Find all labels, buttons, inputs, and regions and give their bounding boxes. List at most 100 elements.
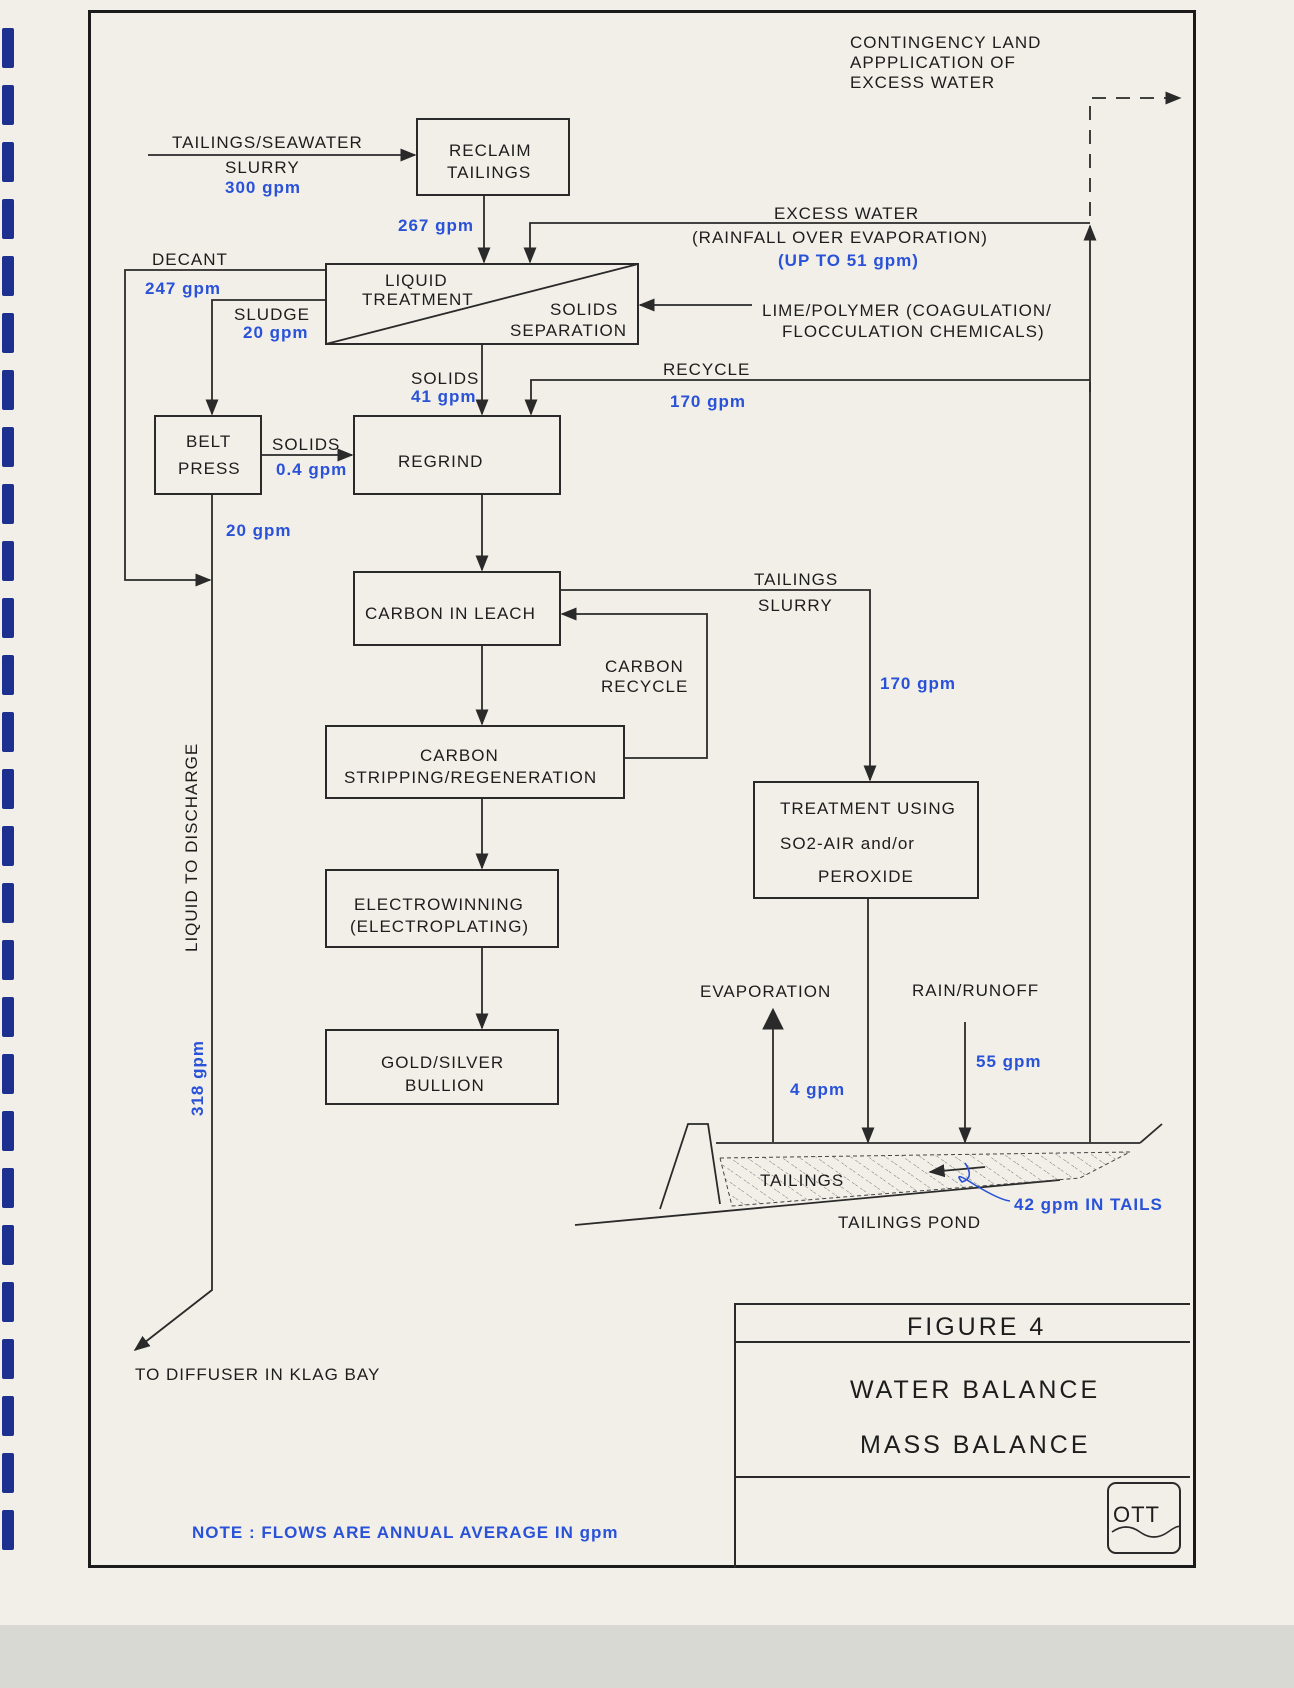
discharge-line	[133, 494, 213, 1351]
binding-ring	[2, 826, 14, 866]
solids-sep-label-2: SEPARATION	[510, 321, 627, 340]
flow-170-recycle: 170 gpm	[670, 392, 746, 411]
solids-label: SOLIDS	[411, 369, 479, 388]
binding-ring	[2, 1396, 14, 1436]
flow-41: 41 gpm	[411, 387, 477, 406]
belt-label-2: PRESS	[178, 459, 241, 478]
flow-318: 318 gpm	[188, 1040, 207, 1116]
decant-label: DECANT	[152, 250, 228, 269]
flow-4: 4 gpm	[790, 1080, 845, 1099]
recycle-line	[524, 379, 1090, 416]
bullion-label-2: BULLION	[405, 1076, 485, 1095]
contingency-label-3: EXCESS WATER	[850, 73, 995, 92]
ott-logo: OTT	[1113, 1502, 1160, 1527]
stripping-label-1: CARBON	[420, 746, 499, 765]
binding-ring	[2, 1453, 14, 1493]
binding-ring	[2, 1054, 14, 1094]
regrind-label: REGRIND	[398, 452, 483, 471]
contingency-label-2: APPPLICATION OF	[850, 53, 1016, 72]
binding-ring	[2, 655, 14, 695]
belt-label-1: BELT	[186, 432, 231, 451]
rain-runoff-label: RAIN/RUNOFF	[912, 981, 1039, 1000]
binding-ring	[2, 769, 14, 809]
binding-ring	[2, 541, 14, 581]
reclaim-tailings-box	[416, 118, 570, 196]
flow-267: 267 gpm	[398, 216, 474, 235]
carbon-recycle-label-2: RECYCLE	[601, 677, 688, 696]
spiral-binding	[0, 0, 22, 1688]
tailings-label: TAILINGS	[760, 1171, 844, 1190]
regrind-box	[353, 415, 561, 495]
binding-ring	[2, 427, 14, 467]
carbon-in-leach-box	[353, 571, 561, 646]
mass-balance-title: MASS BALANCE	[860, 1431, 1091, 1459]
belt-press-box	[154, 415, 262, 495]
flow-55: 55 gpm	[976, 1052, 1042, 1071]
contingency-dashed-line	[1089, 91, 1182, 216]
drawing-frame	[88, 10, 1196, 1568]
electrowinning-box	[325, 869, 559, 948]
excess-water-label: EXCESS WATER	[774, 204, 919, 223]
binding-ring	[2, 370, 14, 410]
binding-ring	[2, 1111, 14, 1151]
tailings-slurry-line	[560, 589, 877, 782]
solids2-label: SOLIDS	[272, 435, 340, 454]
electro-label-2: (ELECTROPLATING)	[350, 917, 529, 936]
binding-ring	[2, 28, 14, 68]
binding-ring	[2, 313, 14, 353]
liquid-discharge-label: LIQUID TO DISCHARGE	[182, 743, 201, 952]
flow-20-belt: 20 gpm	[226, 521, 292, 540]
binding-ring	[2, 1510, 14, 1550]
title-block	[734, 1303, 1190, 1568]
reclaim-label-2: TAILINGS	[447, 163, 531, 182]
electro-label-1: ELECTROWINNING	[354, 895, 524, 914]
binding-ring	[2, 1225, 14, 1265]
flow-247: 247 gpm	[145, 279, 221, 298]
diffuser-label: TO DIFFUSER IN KLAG BAY	[135, 1365, 380, 1384]
flow-20-sludge: 20 gpm	[243, 323, 309, 342]
tailings-slurry-label-1: TAILINGS	[754, 570, 838, 589]
tailings-pond	[574, 1123, 1163, 1226]
reclaim-label-1: RECLAIM	[449, 141, 532, 160]
flow-42: 42 gpm IN TAILS	[1014, 1195, 1163, 1214]
treatment-so2-box	[753, 781, 979, 899]
bullion-label-1: GOLD/SILVER	[381, 1053, 504, 1072]
contingency-label-1: CONTINGENCY LAND	[850, 33, 1041, 52]
sludge-label: SLUDGE	[234, 305, 310, 324]
carbon-recycle-line	[560, 607, 708, 759]
flow-51: (UP TO 51 gpm)	[778, 251, 919, 270]
binding-ring	[2, 142, 14, 182]
figure-number: FIGURE 4	[907, 1313, 1046, 1341]
treatment-diagonal	[325, 263, 639, 345]
binding-ring	[2, 940, 14, 980]
rainfall-evap-label: (RAINFALL OVER EVAPORATION)	[692, 228, 988, 247]
scan-margin	[0, 1625, 1294, 1688]
tailings-seawater-label: TAILINGS/SEAWATER	[172, 133, 363, 152]
note-text: NOTE : FLOWS ARE ANNUAL AVERAGE IN gpm	[192, 1523, 618, 1542]
liquid-label-2: TREATMENT	[362, 290, 474, 309]
solids-sep-label-1: SOLIDS	[550, 300, 618, 319]
tailings-slurry-label-2: SLURRY	[758, 596, 833, 615]
binding-ring	[2, 199, 14, 239]
binding-ring	[2, 85, 14, 125]
binding-ring	[2, 256, 14, 296]
liquid-label-1: LIQUID	[385, 271, 448, 290]
flow-04: 0.4 gpm	[276, 460, 347, 479]
decant-line	[124, 269, 326, 587]
flow-170-slurry: 170 gpm	[880, 674, 956, 693]
binding-ring	[2, 997, 14, 1037]
lime-polymer-label-1: LIME/POLYMER (COAGULATION/	[762, 301, 1052, 320]
evaporation-label: EVAPORATION	[700, 982, 831, 1001]
excess-water-line	[523, 222, 1090, 264]
binding-ring	[2, 712, 14, 752]
lime-polymer-label-2: FLOCCULATION CHEMICALS)	[782, 322, 1045, 341]
slurry-label: SLURRY	[225, 158, 300, 177]
carbon-stripping-box	[325, 725, 625, 799]
bullion-box	[325, 1029, 559, 1105]
flow-300: 300 gpm	[225, 178, 301, 197]
binding-ring	[2, 883, 14, 923]
binding-ring	[2, 598, 14, 638]
binding-ring	[2, 1168, 14, 1208]
tailings-pond-label: TAILINGS POND	[838, 1213, 981, 1232]
